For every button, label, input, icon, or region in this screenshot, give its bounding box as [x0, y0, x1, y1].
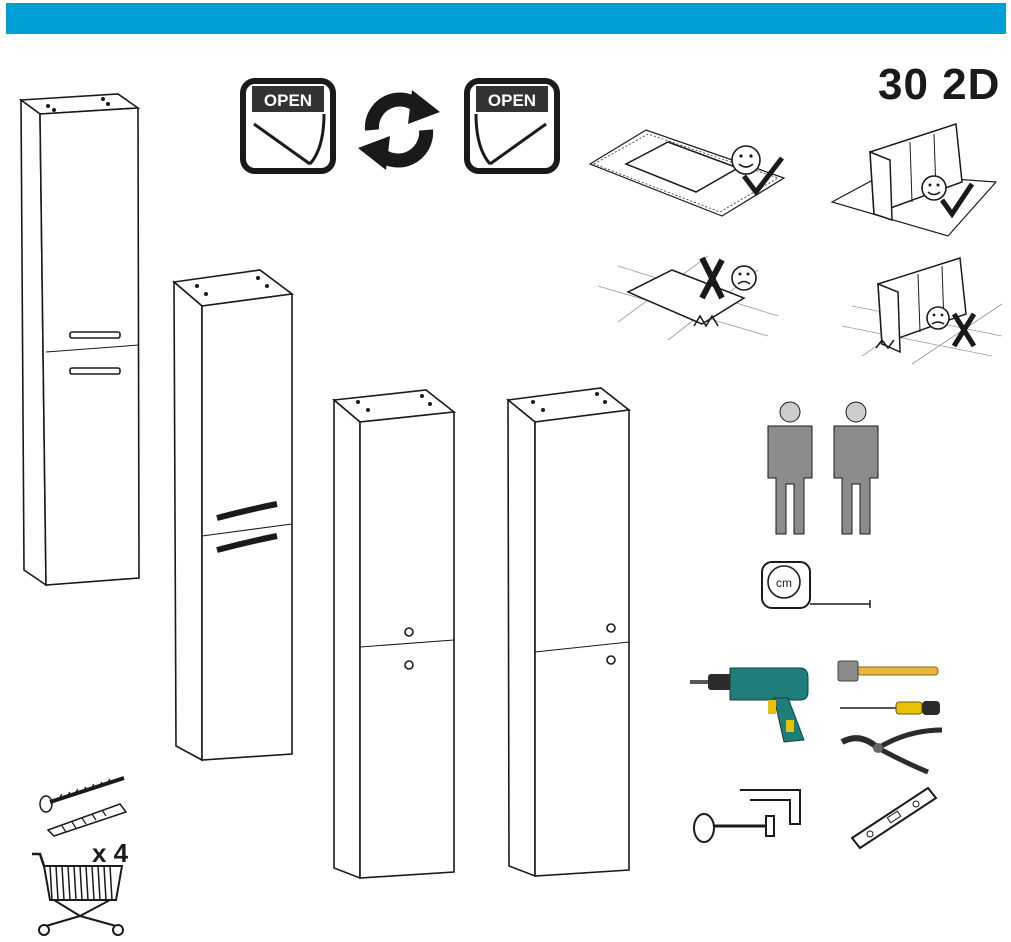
drill-icon	[690, 667, 809, 743]
pliers-icon	[840, 727, 943, 775]
open-right-icon: OPEN	[464, 78, 560, 174]
model-title: 30 2D	[878, 60, 1001, 109]
hardware-quantity: x 4	[92, 838, 129, 868]
open-left-icon: OPEN	[240, 78, 336, 174]
assemble-on-rug-carcass-good	[830, 122, 998, 237]
shopping-cart-icon	[32, 852, 124, 936]
cabinet-front-view-4	[506, 387, 631, 878]
screwdriver-icon	[840, 701, 940, 715]
open-right-label: OPEN	[488, 91, 536, 110]
screw-and-wall-plug-icon	[39, 776, 128, 837]
tape-measure-unit: cm	[776, 576, 792, 590]
two-persons-icon	[767, 401, 879, 535]
spirit-level-icon	[850, 786, 938, 850]
header-bar	[6, 3, 1006, 34]
clamp-icon	[693, 789, 801, 843]
assemble-on-rug-panel-good	[588, 129, 786, 217]
open-left-label: OPEN	[264, 91, 312, 110]
hammer-icon	[837, 660, 939, 682]
rotate-arrows-icon	[358, 90, 440, 170]
assemble-on-tiles-carcass-bad	[841, 257, 1003, 365]
tape-measure-icon: cm	[761, 561, 871, 609]
assemble-on-tiles-panel-bad	[597, 255, 779, 341]
cabinet-front-view-1	[18, 93, 141, 587]
cabinet-front-view-2	[172, 269, 295, 762]
cabinet-front-view-3	[332, 389, 457, 880]
